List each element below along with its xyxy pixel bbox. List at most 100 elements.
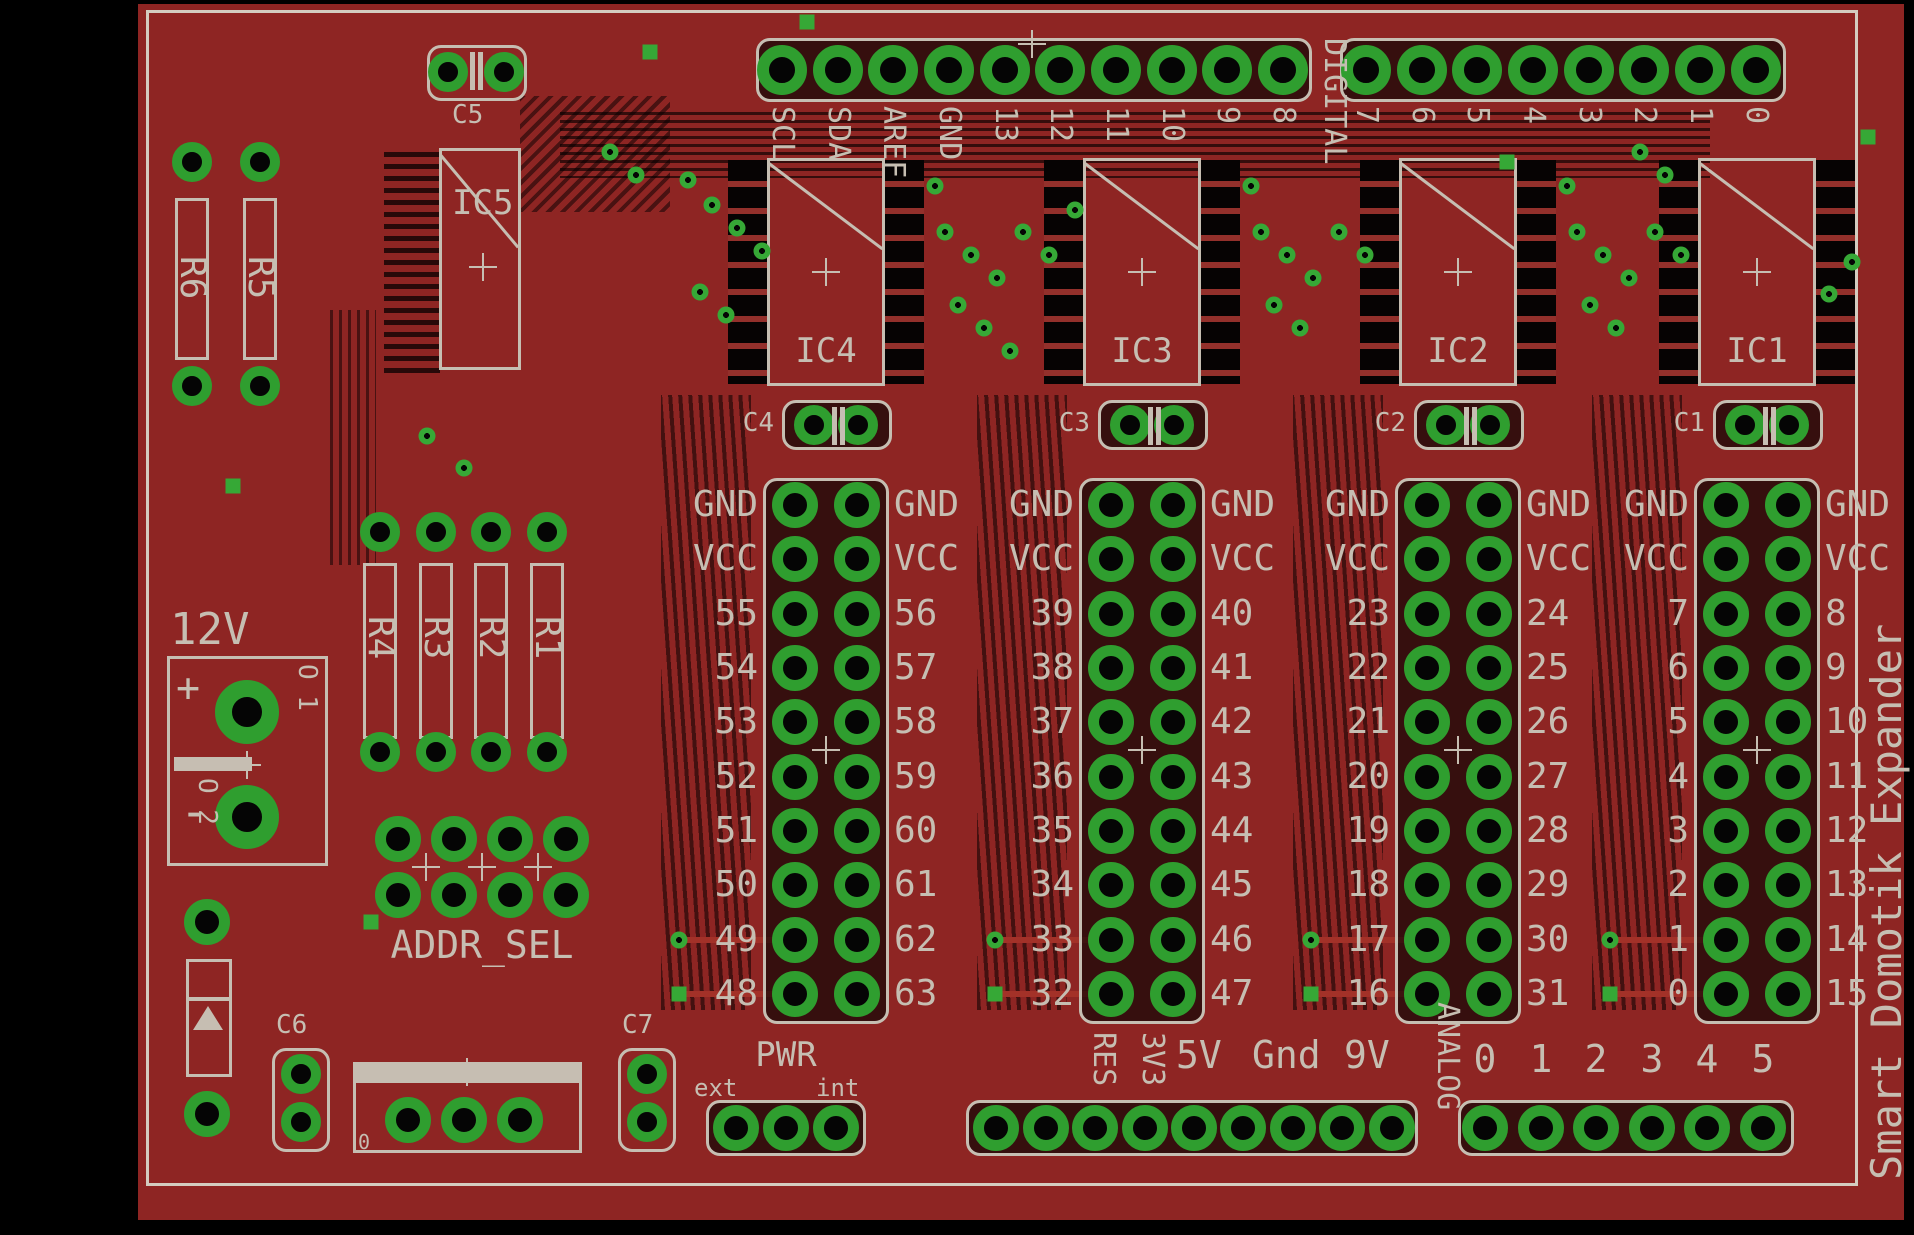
digital-pin-label: 4 [1516, 106, 1551, 125]
io-pin-pad [772, 482, 818, 528]
io-pin-pad [1466, 917, 1512, 963]
io-pin-label-left: 39 [1030, 593, 1074, 634]
io-pin-pad [772, 808, 818, 854]
c7-ref-label: C7 [622, 1010, 654, 1040]
analog-pin-label: 1 [1529, 1037, 1553, 1081]
via [679, 171, 697, 189]
analog-section-label: ANALOG [1430, 1002, 1465, 1111]
io-header-origin-cross [1444, 736, 1472, 764]
via [1843, 253, 1861, 271]
io-pin-pad [1404, 754, 1450, 800]
io-pin-pad [1404, 971, 1450, 1017]
io-pin-label-left: 2 [1667, 864, 1689, 905]
soic-origin-cross [812, 258, 840, 286]
io-pin-label-left: VCC [1623, 538, 1689, 579]
soic-pins-right [882, 160, 924, 384]
smd-via [1499, 154, 1515, 170]
io-pin-pad [1765, 645, 1811, 691]
resistor-ref-label: R1 [527, 616, 568, 660]
io-pin-label-right: 26 [1526, 701, 1570, 742]
digital-pin-label: 11 [1099, 106, 1134, 143]
digital-pin-pad [1452, 45, 1502, 95]
digital-pin-label: 7 [1349, 106, 1384, 125]
pwr-jumper-label: PWR [755, 1035, 817, 1075]
capacitor-symbol [1148, 407, 1153, 445]
trace-bundle [661, 395, 751, 1010]
addr-sel-pad [375, 816, 421, 862]
power-header-pad [1072, 1105, 1118, 1151]
power-pin2-label: O 2 [192, 778, 222, 825]
via [988, 269, 1006, 287]
io-pin-label-left: 19 [1346, 810, 1390, 851]
soic-pins-right [1813, 160, 1855, 384]
io-pin-label-left: 49 [714, 919, 758, 960]
trace-bundle [1293, 395, 1383, 1010]
io-pin-pad [1088, 971, 1134, 1017]
v5-pin-label: 5V [1176, 1033, 1222, 1077]
soic-ref-label: IC1 [1726, 331, 1788, 371]
io-pin-pad [834, 482, 880, 528]
io-pin-label-left: 55 [714, 593, 758, 634]
io-pin-pad [1404, 808, 1450, 854]
io-pin-label-left: 50 [714, 864, 758, 905]
io-pin-pad [1088, 917, 1134, 963]
trace-segment [1311, 937, 1411, 943]
v9-pin-label: 9V [1344, 1033, 1390, 1077]
io-pin-pad [1765, 699, 1811, 745]
capacitor-symbol [1156, 407, 1161, 445]
io-pin-pad [1765, 482, 1811, 528]
analog-pin-pad [1740, 1105, 1786, 1151]
digital-pin-label: SCL [765, 106, 800, 161]
digital-pin-label: 5 [1460, 106, 1495, 125]
io-pin-pad [1703, 591, 1749, 637]
soic-footprint [1399, 158, 1517, 386]
io-pin-pad [1150, 699, 1196, 745]
power-header-pad [1369, 1105, 1415, 1151]
io-pin-pad [1150, 917, 1196, 963]
smd-via [1303, 986, 1319, 1002]
via [1001, 342, 1019, 360]
io-pin-pad [1404, 645, 1450, 691]
io-pin-label-left: 3 [1667, 810, 1689, 851]
io-pin-pad [772, 971, 818, 1017]
io-pin-label-right: 63 [894, 973, 938, 1014]
io-pin-pad [772, 862, 818, 908]
gnd-pin-label: Gnd [1252, 1033, 1321, 1077]
power-pin1-label: O 1 [292, 664, 322, 711]
regulator-pad [497, 1097, 543, 1143]
analog-pin-pad [1629, 1105, 1675, 1151]
c5-pad [428, 52, 468, 92]
addr-sel-pad [431, 872, 477, 918]
io-pin-pad [1404, 917, 1450, 963]
via [936, 223, 954, 241]
analog-pin-pad [1573, 1105, 1619, 1151]
io-pin-pad [1150, 482, 1196, 528]
addr-sel-pad [431, 816, 477, 862]
power-plus-label: + [176, 665, 201, 711]
io-pin-pad [834, 591, 880, 637]
addr-sel-cross [524, 853, 552, 881]
resistor-pad [527, 732, 567, 772]
io-pin-label-right: 31 [1526, 973, 1570, 1014]
digital-pin-label: GND [932, 106, 967, 161]
io-pin-pad [772, 591, 818, 637]
smd-via [363, 914, 379, 930]
io-pin-label-right: 29 [1526, 864, 1570, 905]
soic-ref-label: IC3 [1111, 331, 1173, 371]
regulator-pad [385, 1097, 431, 1143]
digital-pin-pad [1341, 45, 1391, 95]
io-pin-label-left: 34 [1030, 864, 1074, 905]
resistor-pad [360, 512, 400, 552]
io-pin-label-left: GND [1324, 484, 1390, 525]
io-pin-pad [1703, 862, 1749, 908]
diode-cathode-bar [188, 997, 230, 1001]
digital-pin-pad [1731, 45, 1781, 95]
analog-pin-pad [1462, 1105, 1508, 1151]
io-pin-pad [1404, 862, 1450, 908]
addr-sel-pad [543, 816, 589, 862]
io-pin-label-right: 42 [1210, 701, 1254, 742]
io-pin-pad [834, 645, 880, 691]
io-pin-label-right: 9 [1825, 647, 1847, 688]
io-pin-label-left: GND [1623, 484, 1689, 525]
io-pin-pad [1466, 591, 1512, 637]
